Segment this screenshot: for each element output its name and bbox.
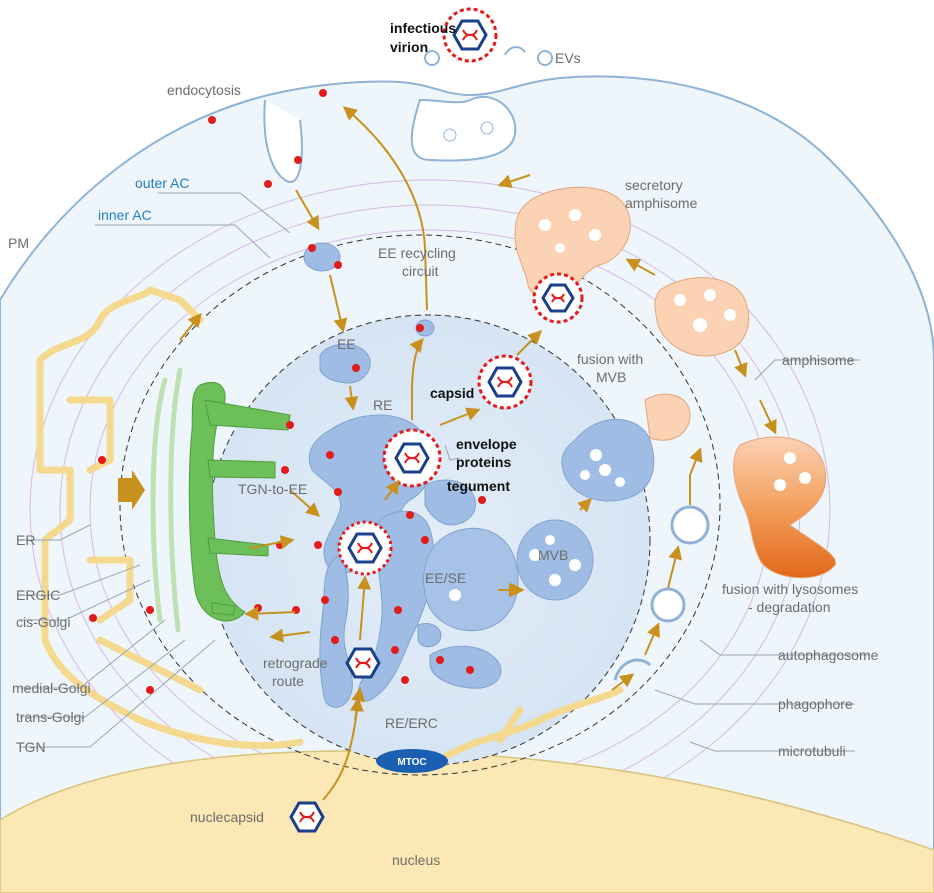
ee-se-compartment — [423, 527, 519, 632]
outer-ac-boundary — [119, 234, 721, 776]
mvb-fusion — [561, 393, 691, 502]
exocytic-pocket — [410, 95, 517, 162]
label-capsid: capsid — [430, 385, 474, 401]
virion-icon — [532, 272, 584, 324]
label-medial-golgi: medial-Golgi — [12, 680, 91, 696]
label-ee-recycling-2: circuit — [402, 263, 439, 279]
cargo-markers — [89, 89, 486, 694]
label-ee-recycling-1: EE recycling — [378, 245, 456, 261]
capsid-icon — [345, 647, 381, 679]
label-outer-ac: outer AC — [135, 175, 189, 191]
golgi-stack — [188, 382, 291, 622]
label-infectious-virion-1: infectious — [390, 20, 456, 36]
capsid-icon — [337, 520, 393, 576]
label-ee-se: EE/SE — [425, 570, 466, 586]
label-microtubuli: microtubuli — [778, 743, 846, 759]
label-secretory-amphisome-2: amphisome — [625, 195, 698, 211]
label-ee: EE — [337, 336, 356, 352]
mvb — [516, 519, 594, 601]
autophagy-vesicles — [613, 505, 710, 681]
label-envelope-proteins-1: envelope — [456, 436, 517, 452]
label-fusion-lysosomes-1: fusion with lysosomes — [722, 581, 858, 597]
extracellular-vesicles — [424, 46, 553, 66]
label-re: RE — [373, 397, 392, 413]
mtoc — [376, 749, 448, 773]
label-fusion-lysosomes-2: - degradation — [748, 599, 831, 615]
virion-icon — [442, 7, 498, 63]
intraluminal-vesicle — [449, 589, 461, 601]
label-mvb: MVB — [538, 547, 568, 563]
label-nucleus: nucleus — [392, 852, 440, 868]
label-fusion-mvb-2: MVB — [596, 369, 626, 385]
label-retrograde-2: route — [272, 673, 304, 689]
label-retrograde-1: retrograde — [263, 655, 328, 671]
label-ergic: ERGIC — [16, 587, 60, 603]
label-envelope-proteins-2: proteins — [456, 454, 511, 470]
label-evs: EVs — [555, 50, 581, 66]
label-tgn-to-ee: TGN-to-EE — [238, 481, 307, 497]
trafficking-arrows — [179, 106, 777, 801]
label-cis-golgi: cis-Golgi — [16, 614, 70, 630]
label-fusion-mvb-1: fusion with — [577, 351, 643, 367]
endocytic-pit — [263, 99, 303, 183]
label-pm: PM — [8, 235, 29, 251]
label-inner-ac: inner AC — [98, 207, 152, 223]
label-autophagosome: autophagosome — [778, 647, 879, 663]
label-re-erc: RE/ERC — [385, 715, 438, 731]
label-amphisome: amphisome — [782, 352, 855, 368]
label-secretory-amphisome-1: secretory — [625, 177, 683, 193]
label-infectious-virion-2: virion — [390, 39, 428, 55]
label-nuclecapsid: nuclecapsid — [190, 809, 264, 825]
golgi-cisternae — [150, 367, 183, 633]
lysosome-fusion — [733, 436, 836, 579]
capsid-icon — [382, 428, 442, 488]
capsid-icon — [289, 801, 325, 833]
mtoc-label: MTOC — [397, 757, 426, 768]
leader-lines — [20, 192, 870, 752]
label-endocytosis: endocytosis — [167, 82, 241, 98]
amphisome — [654, 277, 750, 357]
label-tgn: TGN — [16, 739, 46, 755]
label-tegument: tegument — [447, 478, 510, 494]
label-phagophore: phagophore — [778, 696, 853, 712]
label-er: ER — [16, 532, 35, 548]
tgn-flow-arrow — [118, 470, 145, 510]
label-trans-golgi: trans-Golgi — [16, 709, 84, 725]
secretory-amphisome — [514, 186, 631, 297]
virion-icon — [477, 354, 533, 410]
